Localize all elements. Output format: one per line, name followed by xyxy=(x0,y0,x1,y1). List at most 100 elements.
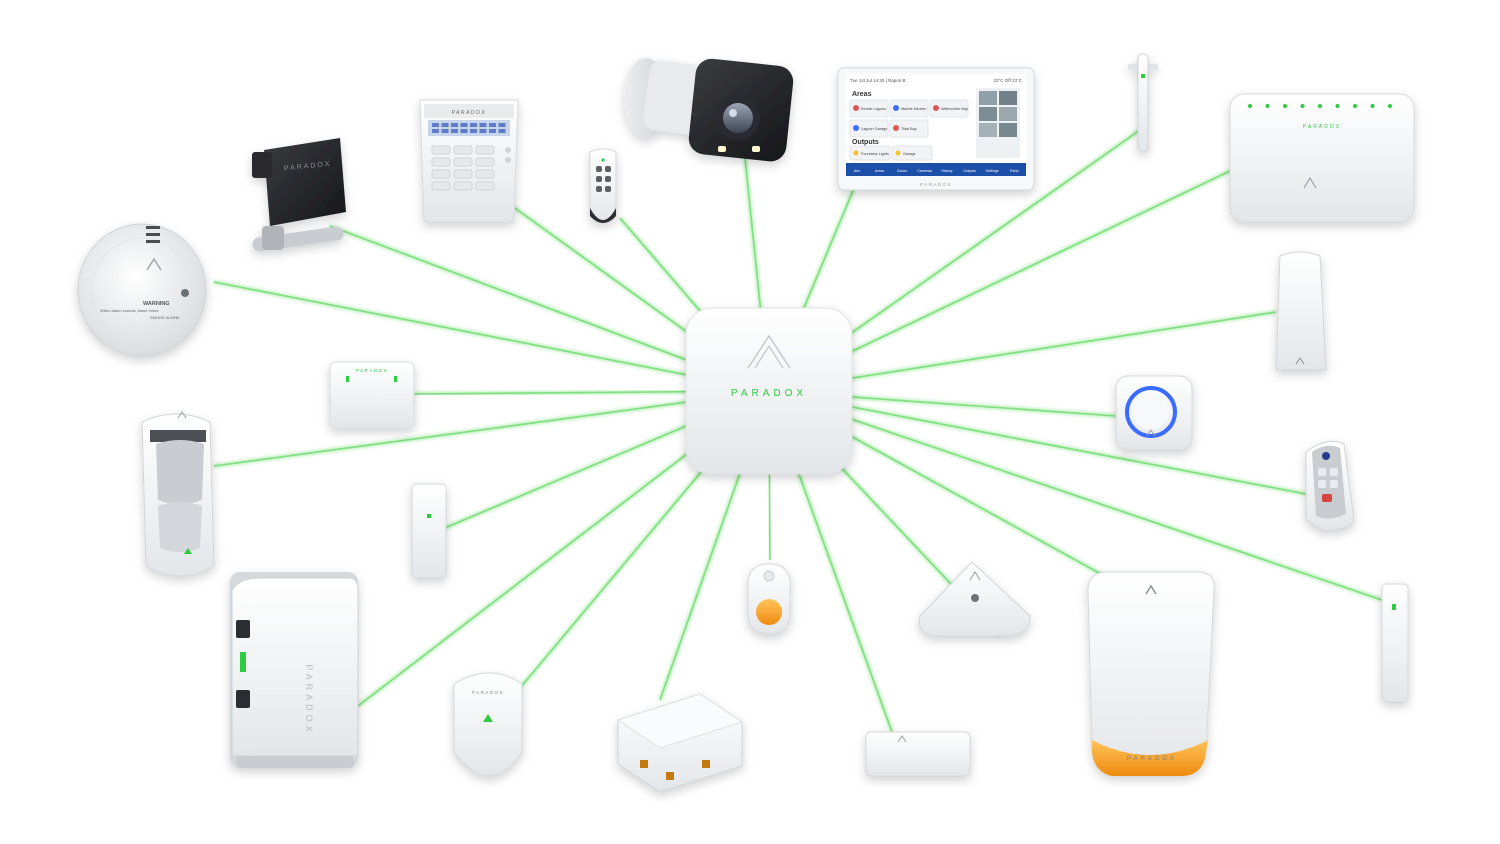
camera-thumbnail[interactable] xyxy=(979,91,997,105)
smoke-warning-sub: SMOKE ALARM xyxy=(150,315,179,320)
keypad-key[interactable] xyxy=(475,169,495,179)
area-status-icon xyxy=(853,125,859,131)
nav-item[interactable]: Arm xyxy=(854,169,861,173)
paradox-logo-icon xyxy=(146,257,162,271)
screen-outputs-title: Outputs xyxy=(852,139,879,146)
lcd-segment xyxy=(432,123,439,127)
lcd-segment xyxy=(479,123,487,127)
nav-item[interactable]: History xyxy=(941,169,952,173)
area-tile-label: Marble Kitchen xyxy=(901,107,926,111)
wall-motion-sensor[interactable] xyxy=(1275,251,1327,371)
detector-brand: PARADOX xyxy=(304,664,314,735)
area-tile[interactable] xyxy=(849,119,889,138)
signal-repeater[interactable] xyxy=(865,731,971,777)
keypad-key[interactable] xyxy=(475,181,495,191)
screen-areas-title: Areas xyxy=(852,91,872,98)
nav-item[interactable]: Cameras xyxy=(917,169,932,173)
door-contact-sensor[interactable] xyxy=(411,483,447,579)
keypad-key[interactable] xyxy=(475,145,495,155)
communication-module[interactable]: PARADOX xyxy=(1229,93,1415,223)
lcd-keypad[interactable]: PARADOX xyxy=(419,99,519,223)
expander-brand: PARADOX xyxy=(356,368,388,373)
remote-keyfob[interactable] xyxy=(589,148,617,224)
nav-item[interactable]: Outputs xyxy=(963,169,976,173)
output-status-icon xyxy=(895,150,901,156)
keyfob-button[interactable] xyxy=(596,166,602,172)
keypad-key[interactable] xyxy=(431,181,451,191)
area-tile[interactable] xyxy=(889,99,929,118)
wireless-smart-button[interactable] xyxy=(1115,375,1193,451)
remote-button[interactable] xyxy=(1330,480,1338,488)
status-led xyxy=(1353,104,1357,108)
lcd-segment xyxy=(460,123,468,127)
area-tile[interactable] xyxy=(849,99,889,118)
nav-item[interactable]: Settings xyxy=(986,169,999,173)
keyfob-button[interactable] xyxy=(596,176,602,182)
keypad-key[interactable] xyxy=(453,157,473,167)
nav-item[interactable]: Areas xyxy=(875,169,885,173)
remote-button[interactable] xyxy=(1318,480,1326,488)
outdoor-siren[interactable]: PARADOX xyxy=(1087,571,1215,776)
output-tile-label: Fountains Lights xyxy=(861,152,889,156)
lcd-segment xyxy=(441,129,449,133)
output-tile[interactable] xyxy=(849,145,891,161)
keypad-key[interactable] xyxy=(431,157,451,167)
lcd-segment xyxy=(441,123,449,127)
water-shutoff-valve[interactable]: PARADOX xyxy=(251,138,346,252)
bullet-camera[interactable] xyxy=(624,57,795,163)
connection-line xyxy=(768,390,1383,601)
keyfob-button[interactable] xyxy=(596,186,602,192)
valve-brand: PARADOX xyxy=(284,161,332,173)
camera-thumbnail[interactable] xyxy=(979,107,997,121)
camera-thumbnail[interactable] xyxy=(979,123,997,137)
keypad-key[interactable] xyxy=(453,169,473,179)
keypad-key[interactable] xyxy=(453,181,473,191)
smoke-detector[interactable]: WARNING When alarm sounds, leave home. S… xyxy=(77,223,207,357)
area-tile-label: Wildmother Bay xyxy=(941,107,968,111)
remote-button[interactable] xyxy=(1318,468,1326,476)
output-tile[interactable] xyxy=(891,145,933,161)
area-status-icon xyxy=(853,105,859,111)
central-hub[interactable]: PARADOX xyxy=(685,307,853,475)
flood-detector[interactable] xyxy=(918,561,1031,637)
keyfob-button[interactable] xyxy=(605,186,611,192)
smoke-warning-line: When alarm sounds, leave home. xyxy=(100,308,160,313)
keyfob-button[interactable] xyxy=(605,176,611,182)
nav-item[interactable]: Panic xyxy=(1010,169,1019,173)
panic-button-pendant[interactable] xyxy=(747,563,791,635)
touchscreen-keypad[interactable]: Tue 1st Jul 14:30 | Rapon B 22°C Off 23°… xyxy=(837,67,1035,191)
panic-press-button[interactable] xyxy=(756,599,782,625)
large-curtain-detector[interactable]: PARADOX xyxy=(230,572,359,768)
keypad-key[interactable] xyxy=(475,157,495,167)
remote-button[interactable] xyxy=(1330,468,1338,476)
remote-control[interactable] xyxy=(1305,440,1355,531)
remote-panic-button[interactable] xyxy=(1322,494,1332,502)
shock-sensor[interactable] xyxy=(1128,53,1158,153)
lcd-segment xyxy=(498,129,506,133)
keyfob-button[interactable] xyxy=(605,166,611,172)
keypad-key[interactable] xyxy=(453,145,473,155)
paradox-logo-icon xyxy=(1145,584,1157,595)
bus-expansion-module[interactable] xyxy=(616,693,744,793)
camera-thumbnail[interactable] xyxy=(999,123,1017,137)
camera-thumbnail[interactable] xyxy=(999,91,1017,105)
lcd-segment xyxy=(489,129,496,133)
area-tile[interactable] xyxy=(889,119,929,138)
keypad-key[interactable] xyxy=(431,145,451,155)
indoor-motion-detector[interactable]: PARADOX xyxy=(453,672,523,777)
area-tile-label: Tidal Bay xyxy=(901,127,917,131)
area-tile[interactable] xyxy=(929,99,969,118)
lcd-segment xyxy=(470,129,477,133)
door-contact-sensor-right[interactable] xyxy=(1381,583,1409,703)
nav-item[interactable]: Zones xyxy=(897,169,907,173)
camera-thumbnail[interactable] xyxy=(999,107,1017,121)
keypad-keys[interactable] xyxy=(431,123,506,191)
keypad-key[interactable] xyxy=(431,169,451,179)
status-led xyxy=(1248,104,1252,108)
screen-status-left: Tue 1st Jul 14:30 | Rapon B xyxy=(850,78,906,83)
status-led xyxy=(1265,104,1270,108)
outdoor-motion-detector[interactable] xyxy=(141,411,215,577)
zone-expander-module[interactable]: PARADOX xyxy=(329,361,415,429)
